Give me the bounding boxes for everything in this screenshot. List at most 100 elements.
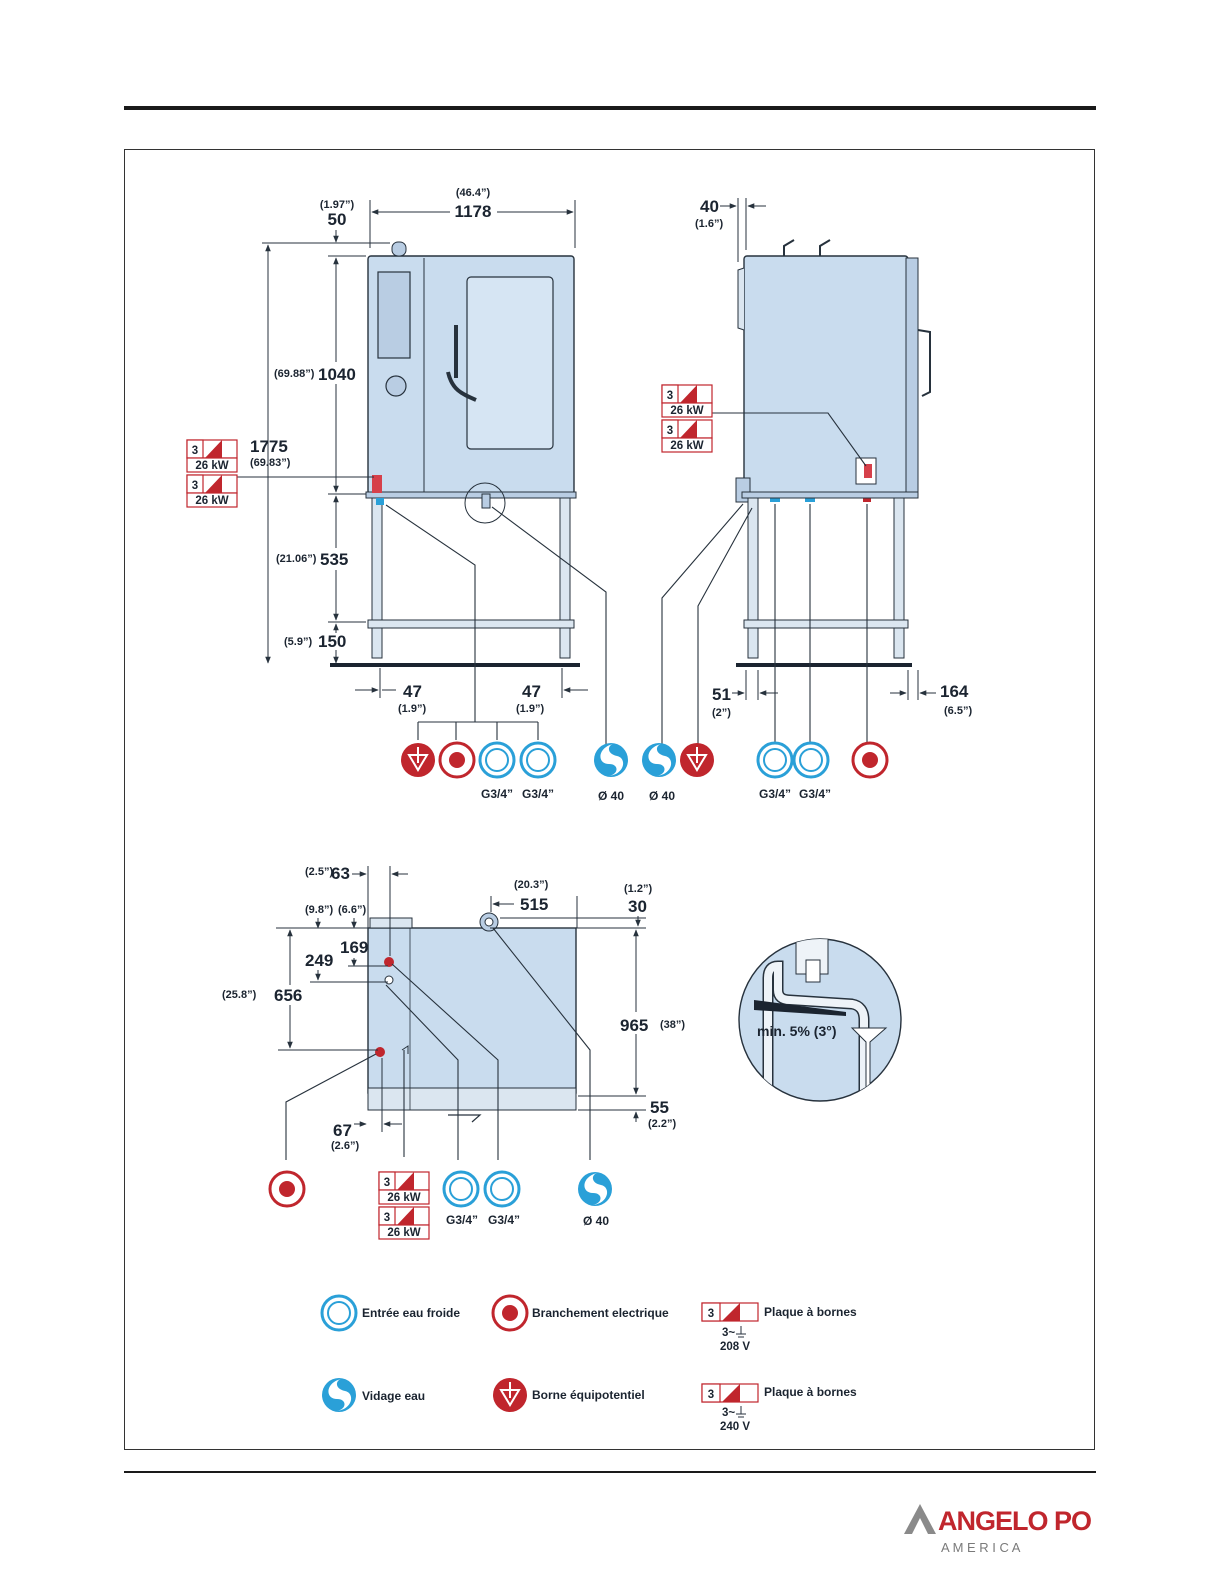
conn-label: G3/4” [481,787,513,801]
cold-water-icon [483,1170,521,1208]
legend-cold-water: Entrée eau froide [362,1306,460,1320]
dim-d-in: (25.8”) [222,989,257,1001]
conn-label: Ø 40 [598,789,624,803]
terminal-box-front [372,475,382,493]
footer-rule [124,1471,1096,1473]
drain-outlet-front [481,493,491,509]
vent-pipes-side [783,239,831,256]
door-handle [446,325,477,402]
svg-text:Plaque à bornes: Plaque à bornes [764,1385,857,1399]
dim-top-mm: 50 [328,210,347,229]
front-connection-icons: G3/4” G3/4” Ø 40 [400,741,628,803]
conn-label: G3/4” [488,1213,520,1227]
dim-height-total-in: (69.83”) [250,457,291,469]
legend-drain: Vidage eau [362,1389,425,1403]
top-connection-icons: G3/4” G3/4” Ø 40 [268,1170,612,1228]
dim-h-mm: 55 [650,1098,669,1117]
dim-a-in: (2.5”) [305,866,333,878]
dim-body-in: (69.88”) [274,368,315,380]
dim-h-in: (2.2”) [648,1118,676,1130]
slope-label: min. 5% (3°) [757,1023,837,1039]
dim-e-mm: 515 [520,895,548,914]
dim-side-right-in: (6.5”) [944,705,972,717]
conn-label: G3/4” [759,787,791,801]
door-top [367,1087,577,1111]
conn-label: Ø 40 [649,789,675,803]
svg-text:26 kW: 26 kW [195,460,228,472]
water-inlet-front [376,498,384,505]
side-stand [741,491,919,659]
side-connection-icons: Ø 40 G3/4” G3/4” [642,741,889,803]
oven-top-outline [367,927,577,1094]
conn-label: G3/4” [799,787,831,801]
legend-cold-water-icon [320,1294,358,1332]
svg-text:26 kW: 26 kW [195,495,228,507]
dim-i-mm: 67 [333,1121,352,1140]
dim-right-mm: 47 [522,682,541,701]
svg-text:26 kW: 26 kW [387,1192,420,1204]
svg-text:3: 3 [384,1177,390,1189]
door-edge-side [905,257,919,495]
cold-water-icon [756,741,794,779]
svg-text:26 kW: 26 kW [387,1227,420,1239]
dim-d-mm: 656 [274,986,302,1005]
svg-text:3: 3 [667,425,673,437]
dim-f-in: (1.2”) [624,883,652,895]
dim-side-left-mm: 51 [712,685,731,704]
brand-name: ANGELO PO [938,1506,1091,1536]
svg-text:3: 3 [192,480,198,492]
dim-right-in: (1.9”) [516,703,544,715]
dim-a-mm: 63 [331,864,350,883]
dim-g-in: (38”) [660,1019,685,1031]
dim-side-left-in: (2”) [712,707,731,719]
electrical-connection-icon [268,1170,306,1208]
svg-text:3: 3 [192,445,198,457]
dim-left-in: (1.9”) [398,703,426,715]
svg-text:240 V: 240 V [720,1421,750,1433]
door-window [466,276,554,450]
elec-entry-top [384,957,394,967]
svg-text:208 V: 208 V [720,1341,750,1353]
control-panel [377,271,411,359]
dim-left-mm: 47 [403,682,422,701]
terminal-label-front: 3 26 kW 3 26 kW [186,439,238,508]
legend: Entrée eau froide Branchement electrique… [320,1294,857,1433]
equipotential-icon [679,742,715,778]
dim-body-mm: 1040 [318,365,356,384]
conn-label: Ø 40 [583,1214,609,1228]
svg-text:26 kW: 26 kW [670,440,703,452]
dim-width-mm: 1178 [455,202,492,221]
dim-foot-mm: 150 [318,632,346,651]
dim-side-right-mm: 164 [940,682,969,701]
drawing-frame [124,149,1095,1450]
svg-text:3: 3 [384,1212,390,1224]
electrical-connection-icon [438,741,476,779]
cold-water-icon [478,741,516,779]
drain-icon [642,743,676,777]
dim-side-top-in: (1.6”) [695,218,723,230]
legend-electrical-icon [491,1294,529,1332]
brand-sub: A M E R I C A [941,1540,1021,1555]
brand-mark-icon [904,1504,936,1534]
header-rule [124,106,1096,110]
legend-electrical: Branchement electrique [532,1306,669,1320]
svg-text:3: 3 [708,1389,714,1401]
cold-water-icon [442,1170,480,1208]
dim-i-in: (2.6”) [331,1140,359,1152]
drain-slope-detail: min. 5% (3°) [738,938,902,1102]
conn-label: G3/4” [522,787,554,801]
cold-water-icon [519,741,557,779]
svg-text:3: 3 [708,1308,714,1320]
drain-detail-circle [464,482,506,524]
dim-c-mm: 169 [340,938,368,957]
legend-equipotential: Borne équipotentiel [532,1388,645,1402]
cold-water-icon [792,741,830,779]
dim-height-total-mm: 1775 [250,437,288,456]
drain-icon [578,1172,612,1206]
back-panel-side [737,267,745,331]
legend-drain-icon [322,1378,356,1412]
chimney-top [369,917,413,929]
brand-logo: ANGELO PO A M E R I C A [904,1504,1092,1555]
vent-chimney [391,241,407,257]
